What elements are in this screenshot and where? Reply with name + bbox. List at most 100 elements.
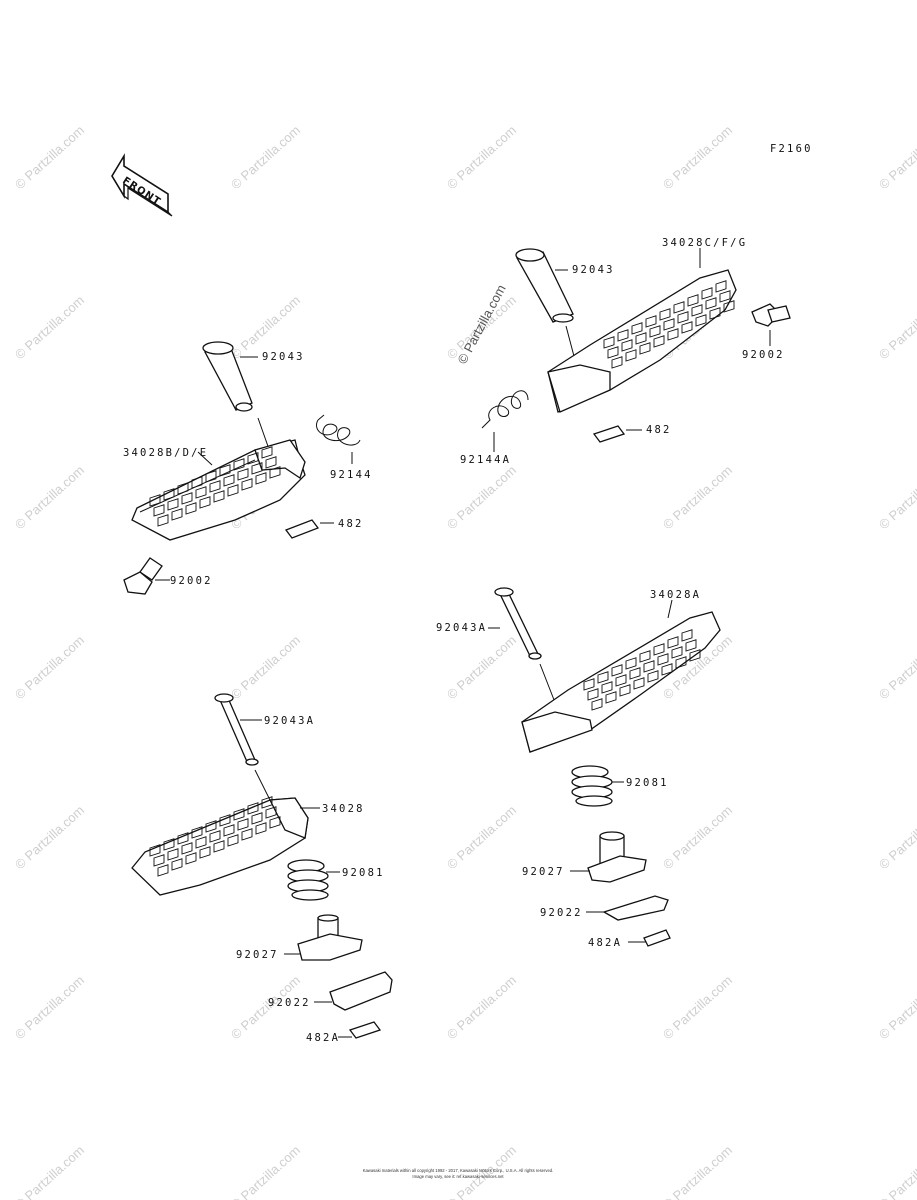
watermark-vertical: © Partzilla.com (454, 282, 508, 366)
tread-block (605, 691, 617, 704)
tread-block (647, 670, 659, 683)
tread-block (625, 657, 637, 670)
tread-block (171, 858, 183, 871)
tread-block (199, 846, 211, 859)
tread-block (227, 484, 239, 497)
tread-block (157, 864, 169, 877)
label-g4-pin: 92043A (436, 622, 487, 634)
label-g4-clip: 482A (588, 937, 622, 949)
label-g2-step: 34028C/F/G (662, 237, 747, 249)
label-g4-spring: 92081 (626, 777, 669, 789)
tread-block (237, 818, 249, 831)
tread-block (153, 504, 165, 517)
footpeg-assembly-2: © Partzilla.com 92043 34028C/F/G 92002 9… (454, 237, 791, 466)
tread-block (673, 301, 685, 314)
watermark-text: © Partzilla.com (228, 1142, 303, 1200)
tread-block (171, 508, 183, 521)
tread-block (695, 314, 707, 327)
footpeg-34028BDE (131, 439, 306, 541)
watermark-text: © Partzilla.com (444, 802, 519, 872)
watermark-text: © Partzilla.com (444, 632, 519, 702)
label-g2-pin: 92043 (572, 264, 615, 276)
tread-block (227, 834, 239, 847)
watermark-text: © Partzilla.com (228, 122, 303, 192)
tread-block (689, 649, 701, 662)
tread-block (639, 650, 651, 663)
footpeg-34028A (521, 611, 721, 753)
tread-block (705, 297, 717, 310)
tread-block (677, 311, 689, 324)
tread-block (163, 488, 175, 501)
tread-block (241, 478, 253, 491)
tread-block (635, 332, 647, 345)
footpeg-assembly-1: 92043 92144 34028B/D/E 482 92002 (123, 341, 370, 595)
tread-block (219, 814, 231, 827)
tread-block (237, 468, 249, 481)
spring-92144 (316, 414, 361, 446)
tread-block (619, 684, 631, 697)
tread-block (205, 820, 217, 833)
tread-block (213, 490, 225, 503)
tread-block (653, 335, 665, 348)
tread-block (667, 328, 679, 341)
tread-block (191, 826, 203, 839)
tread-block (649, 325, 661, 338)
tread-block (631, 322, 643, 335)
watermark-text: © Partzilla.com (876, 122, 917, 192)
footpeg-34028 (131, 796, 309, 896)
label-g1-pin: 92043 (262, 351, 305, 363)
tread-block (247, 452, 259, 465)
tread-block (663, 318, 675, 331)
label-g3-plate: 92022 (268, 997, 311, 1009)
tread-block (603, 336, 615, 349)
tread-block (181, 842, 193, 855)
clip-482-1 (284, 519, 320, 539)
tread-block (653, 643, 665, 656)
label-g3-clip: 482A (306, 1032, 340, 1044)
label-g4-holder: 92027 (522, 866, 565, 878)
tread-block (625, 349, 637, 362)
tread-block (261, 796, 273, 809)
tread-block (675, 656, 687, 669)
watermark-text: © Partzilla.com (876, 802, 917, 872)
tread-block (587, 688, 599, 701)
watermark-text: © Partzilla.com (12, 972, 87, 1042)
footpeg-34028CFG (547, 269, 737, 413)
tread-block (149, 494, 161, 507)
watermark-text: © Partzilla.com (660, 122, 735, 192)
label-g3-step: 34028 (322, 803, 365, 815)
tread-block (153, 854, 165, 867)
watermark-text: © Partzilla.com (660, 972, 735, 1042)
tread-block (621, 339, 633, 352)
tread-block (671, 646, 683, 659)
label-g1-step: 34028B/D/E (123, 447, 208, 459)
tread-block (639, 342, 651, 355)
footpeg-assembly-4: 92043A 34028A 92081 92027 92022 482A (436, 587, 721, 949)
watermark-text: © Partzilla.com (876, 292, 917, 362)
tread-block (643, 660, 655, 673)
pin-92043-2 (515, 248, 574, 323)
tread-block (597, 671, 609, 684)
tread-block (177, 832, 189, 845)
label-g2-bolt: 92002 (742, 349, 785, 361)
label-g2-spring: 92144A (460, 454, 511, 466)
pin-92043-1 (202, 341, 253, 412)
tread-block (251, 462, 263, 475)
tread-block (681, 321, 693, 334)
tread-block (157, 514, 169, 527)
front-arrow-icon: FRONT (111, 153, 173, 217)
pin-92043A-1 (214, 693, 259, 766)
tread-block (667, 636, 679, 649)
clip-482-2 (592, 425, 626, 443)
tread-block (611, 356, 623, 369)
tread-block (269, 816, 281, 829)
label-g3-holder: 92027 (236, 949, 279, 961)
watermark-text: © Partzilla.com (876, 632, 917, 702)
clip-482A-2 (643, 929, 671, 947)
footer-note: Image may vary, see it: ref.kawasaki-ser… (412, 1174, 504, 1179)
tread-block (715, 280, 727, 293)
label-g3-spring: 92081 (342, 867, 385, 879)
tread-block (199, 496, 211, 509)
tread-block (583, 678, 595, 691)
